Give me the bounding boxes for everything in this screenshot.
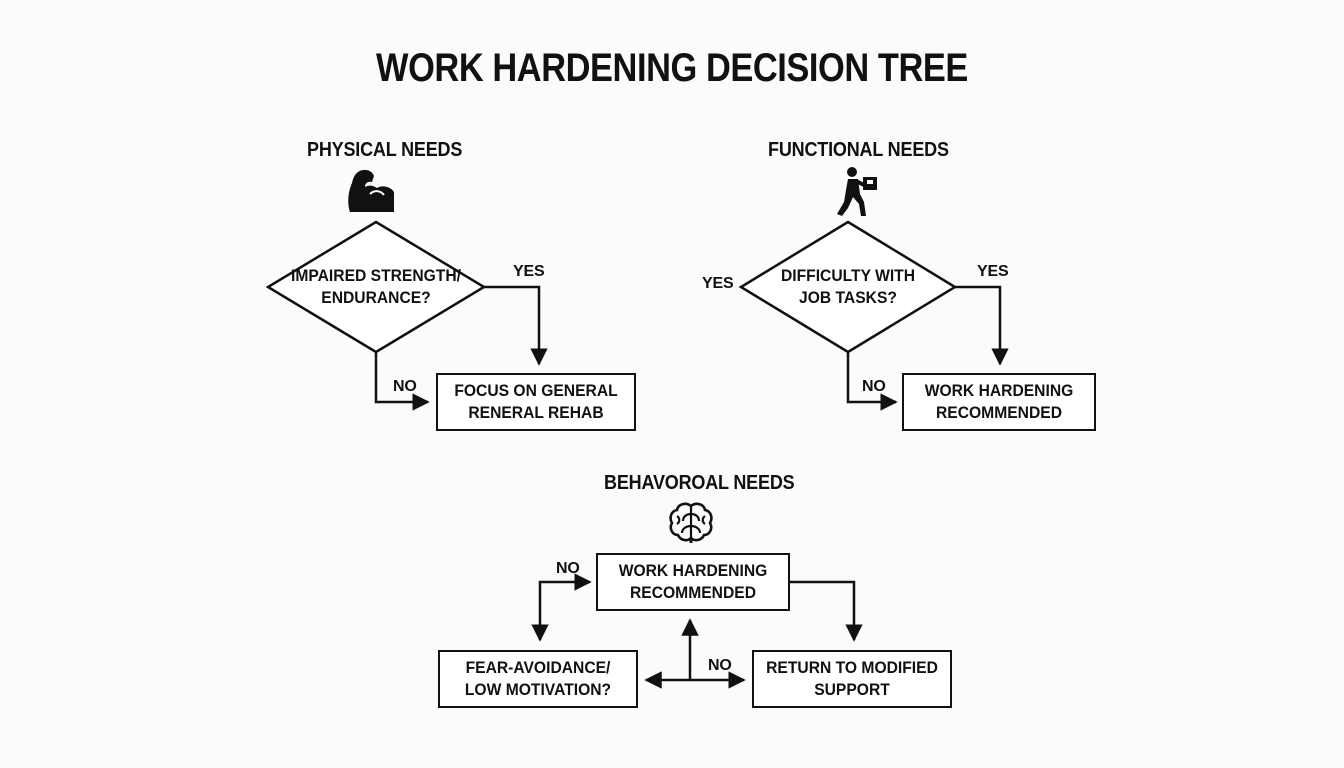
physical-yes-arrow	[484, 285, 548, 366]
functional-question-line2: JOB TASKS?	[799, 288, 897, 307]
person-carrying-box-icon	[832, 166, 880, 225]
functional-no-label: NO	[862, 378, 886, 395]
physical-needs-label: PHYSICAL NEEDS	[307, 139, 463, 161]
behavioral-right-result: RETURN TO MODIFIED SUPPORT	[760, 650, 944, 708]
physical-question: IMPAIRED STRENGTH/ ENDURANCE?	[284, 262, 468, 312]
brain-icon	[668, 502, 714, 549]
behavioral-top-line2: RECOMMENDED	[629, 583, 756, 602]
behavioral-needs-label: BEHAVOROAL NEEDS	[604, 472, 795, 494]
behavioral-right-box	[752, 650, 952, 708]
functional-question: DIFFICULTY WITH JOB TASKS?	[756, 262, 940, 312]
behavioral-left-question: FEAR-AVOIDANCE/ LOW MOTIVATION?	[446, 650, 630, 708]
behavioral-top-to-right-arrow	[790, 580, 863, 642]
behavioral-top-result: WORK HARDENING RECOMMENDED	[604, 553, 782, 611]
physical-no-label: NO	[393, 378, 417, 395]
behavioral-no-mid-label: NO	[708, 657, 732, 674]
behavioral-top-box	[596, 553, 790, 611]
behavioral-no-top-label: NO	[556, 560, 580, 577]
behavioral-no-top-arrow	[531, 573, 592, 642]
behavioral-top-line1: WORK HARDENING	[618, 561, 768, 580]
physical-result-line1: FOCUS ON GENERAL	[454, 381, 618, 400]
physical-result-line2: RENERAL REHAB	[468, 403, 604, 422]
flexed-bicep-icon	[346, 168, 398, 219]
functional-yes-right-label: YES	[977, 263, 1009, 280]
physical-result-box	[436, 373, 636, 431]
functional-result-line1: WORK HARDENING	[924, 381, 1074, 400]
functional-result-line2: RECOMMENDED	[935, 403, 1062, 422]
behavioral-left-line1: FEAR-AVOIDANCE/	[465, 658, 611, 677]
functional-yes-left-label: YES	[702, 275, 734, 292]
physical-yes-label: YES	[513, 263, 545, 280]
functional-needs-label: FUNCTIONAL NEEDS	[768, 139, 949, 161]
behavioral-right-line1: RETURN TO MODIFIED	[766, 658, 938, 677]
physical-result: FOCUS ON GENERAL RENERAL REHAB	[444, 373, 628, 431]
physical-no-arrow	[374, 352, 430, 411]
diagram-title: WORK HARDENING DECISION TREE	[376, 46, 968, 90]
behavioral-left-line2: LOW MOTIVATION?	[464, 680, 612, 699]
functional-yes-arrow	[955, 285, 1009, 366]
functional-result-box	[902, 373, 1096, 431]
behavioral-left-box	[438, 650, 638, 708]
physical-question-line1: IMPAIRED STRENGTH/	[290, 266, 462, 285]
physical-question-line2: ENDURANCE?	[321, 288, 431, 307]
functional-question-line1: DIFFICULTY WITH	[780, 266, 916, 285]
behavioral-right-line2: SUPPORT	[814, 680, 890, 699]
functional-result: WORK HARDENING RECOMMENDED	[910, 373, 1088, 431]
functional-no-arrow	[846, 352, 898, 411]
